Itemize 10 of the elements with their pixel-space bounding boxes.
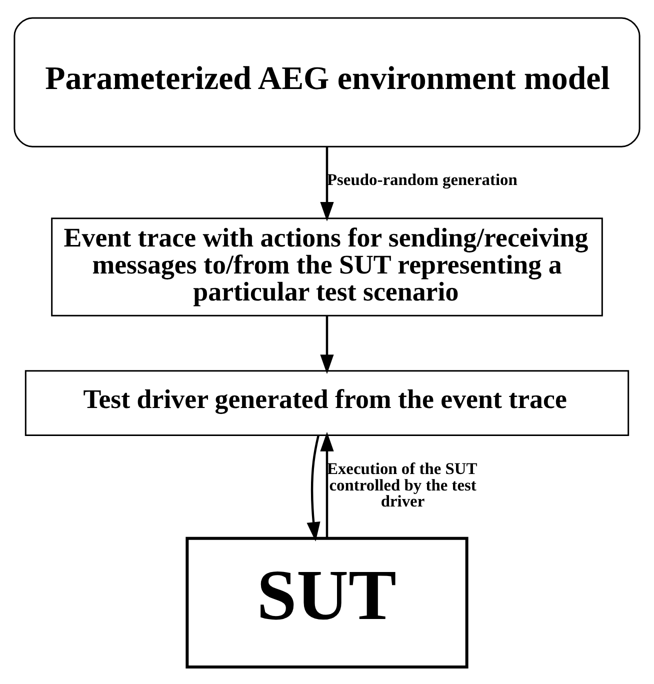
arrow [306, 434, 320, 542]
node-box: SUT [186, 536, 468, 668]
node-box: Event trace with actions for sending/receiving messages to/from the SUT representing a particular test scenario [51, 217, 603, 316]
arrow [320, 431, 334, 538]
edge-label: Pseudo-random generation [327, 170, 518, 189]
edge-label: Execution of the SUT controlled by the test driver [327, 458, 478, 510]
node-box: Parameterized AEG environment model [14, 16, 640, 147]
arrow [320, 315, 334, 374]
arrow [320, 146, 334, 221]
node-box: Test driver generated from the event trace [24, 370, 630, 436]
